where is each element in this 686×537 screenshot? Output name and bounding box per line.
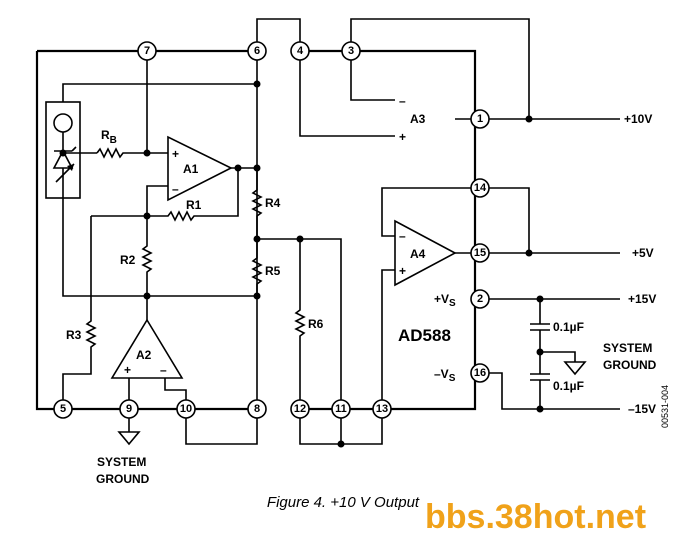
pin-10: 10: [176, 399, 196, 419]
resistor-r4: [251, 168, 263, 239]
zener-diode-icon: [52, 149, 74, 169]
system-ground-bottom-line1: SYSTEM: [97, 455, 146, 469]
rb-label: RB: [101, 128, 117, 146]
reference-circle-icon: [53, 113, 73, 133]
pin-4: 4: [290, 41, 310, 61]
a2-minus-sign: –: [160, 363, 167, 377]
svg-text:1: 1: [477, 113, 483, 125]
watermark: bbs.38hot.net: [425, 498, 647, 536]
svg-text:16: 16: [474, 367, 486, 379]
capacitor-2-label: 0.1µF: [553, 379, 584, 393]
ground-bottom-icon: [117, 431, 141, 446]
pin-12: 12: [290, 399, 310, 419]
wire-13-a4plus: [381, 269, 395, 409]
ground-right-icon: [563, 361, 587, 376]
r3-label: R3: [66, 328, 82, 342]
a1-label: A1: [183, 162, 199, 176]
pin-14: 14: [470, 178, 490, 198]
svg-text:5: 5: [60, 403, 66, 415]
output-minus15-label: –15V: [628, 402, 656, 416]
resistor-r1: [147, 168, 239, 222]
amplifier-a2: [110, 318, 184, 379]
svg-text:13: 13: [376, 403, 388, 415]
wire-ref-bottom: [62, 198, 257, 297]
zener-arrow-head: [67, 164, 74, 171]
figure-caption: Figure 4. +10 V Output: [266, 494, 420, 511]
junction-dots: [59, 80, 544, 448]
pin-13: 13: [372, 399, 392, 419]
pin-15: 15: [470, 243, 490, 263]
a4-plus-sign: +: [399, 264, 406, 278]
wire-6-4-loop: [256, 18, 301, 51]
a3-minus-sign: –: [399, 94, 406, 108]
pin-5: 5: [53, 399, 73, 419]
pin-11: 11: [331, 399, 351, 419]
r2-label: R2: [120, 253, 136, 267]
pin-6: 6: [247, 41, 267, 61]
svg-text:8: 8: [254, 403, 260, 415]
wire-a4-minus-14: [381, 187, 530, 253]
svg-text:2: 2: [477, 293, 483, 305]
svg-text:15: 15: [474, 247, 486, 259]
pin-9: 9: [119, 399, 139, 419]
resistor-r6: [294, 239, 306, 409]
a4-minus-sign: –: [399, 229, 406, 243]
wire-3-feedback: [350, 18, 530, 119]
svg-text:11: 11: [335, 403, 347, 415]
svg-text:4: 4: [297, 45, 304, 57]
plus-vs-label: +VS: [434, 292, 456, 309]
pin-2: 2: [470, 289, 490, 309]
system-ground-bottom-line2: GROUND: [96, 472, 150, 486]
a1-plus-sign: +: [172, 147, 179, 161]
a2-plus-sign: +: [124, 363, 131, 377]
resistor-r2: [141, 216, 153, 296]
minus-vs-label: –VS: [434, 367, 456, 384]
a3-plus-sign: +: [399, 130, 406, 144]
r1-label: R1: [186, 198, 202, 212]
system-ground-right-line2: GROUND: [603, 358, 657, 372]
pin-3: 3: [341, 41, 361, 61]
svg-text:12: 12: [294, 403, 306, 415]
capacitor-1-label: 0.1µF: [553, 320, 584, 334]
svg-text:10: 10: [180, 403, 192, 415]
svg-text:3: 3: [348, 45, 354, 57]
wire-4-a3plus: [299, 51, 395, 137]
wire-ref-top: [62, 83, 257, 102]
wire-cap-ground: [540, 351, 576, 362]
svg-text:6: 6: [254, 45, 260, 57]
r5-label: R5: [265, 264, 281, 278]
pin-16: 16: [470, 363, 490, 383]
a4-label: A4: [410, 247, 426, 261]
pin-7: 7: [137, 41, 157, 61]
a3-label: A3: [410, 112, 426, 126]
system-ground-right-line1: SYSTEM: [603, 341, 652, 355]
resistor-r5: [251, 239, 263, 296]
a1-minus-sign: –: [172, 182, 179, 196]
wire-a1-minus: [146, 185, 168, 216]
wire-3-a3minus: [350, 51, 395, 101]
resistor-rb: [96, 147, 168, 159]
document-id: 00531-004: [660, 384, 670, 428]
pin-8: 8: [247, 399, 267, 419]
pin-1: 1: [470, 109, 490, 129]
wire-r4r5-tap: [257, 238, 342, 409]
a2-label: A2: [136, 348, 152, 362]
wire-minus15: [480, 372, 620, 410]
output-plus5-label: +5V: [632, 246, 654, 260]
r6-label: R6: [308, 317, 324, 331]
svg-text:7: 7: [144, 45, 150, 57]
resistor-r3: [62, 216, 97, 409]
wire-10-8-loop: [185, 409, 258, 445]
svg-text:14: 14: [474, 182, 487, 194]
chip-name: AD588: [398, 326, 451, 345]
svg-text:9: 9: [126, 403, 132, 415]
r4-label: R4: [265, 196, 281, 210]
amplifier-a1: [167, 135, 233, 202]
output-plus10-label: +10V: [624, 112, 652, 126]
amplifier-a4: [394, 219, 457, 287]
output-plus15-label: +15V: [628, 292, 656, 306]
